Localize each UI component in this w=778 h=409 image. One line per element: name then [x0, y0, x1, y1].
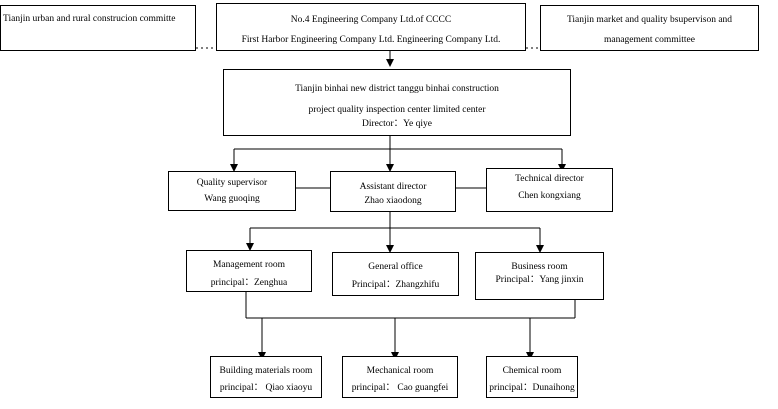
quality-supervisor-name: Wang guoqing [204, 194, 260, 204]
box-urban-rural-committee: Tianjin urban and rural construcion comm… [0, 5, 196, 51]
box-mechanical-room: Mechanical room principal： Cao guangfei [342, 356, 458, 398]
inspection-center-line2: project quality inspection center limite… [308, 105, 486, 115]
box-building-materials-room: Building materials room principal： Qiao … [210, 356, 322, 398]
inspection-center-line1: Tianjin binhai new district tanggu binha… [295, 84, 499, 94]
business-room-title: Business room [511, 262, 568, 272]
box-management-room: Management room principal：Zenghua [186, 250, 312, 292]
business-room-principal: Principal：Yang jinxin [495, 275, 584, 285]
box-technical-director: Technical director Chen kongxiang [486, 168, 613, 212]
chemical-room-title: Chemical room [502, 366, 562, 376]
mechanical-room-title: Mechanical room [366, 366, 434, 376]
engineering-company-line2: First Harbor Engineering Company Ltd. En… [241, 35, 501, 45]
urban-rural-committee-label: Tianjin urban and rural construcion comm… [3, 14, 176, 24]
building-materials-title: Building materials room [219, 366, 313, 376]
general-office-title: General office [368, 262, 423, 272]
engineering-company-line1: No.4 Engineering Company Ltd.of CCCC [290, 15, 452, 25]
box-assistant-director: Assistant director Zhao xiaodong [330, 171, 456, 212]
box-quality-supervisor: Quality supervisor Wang guoqing [168, 171, 296, 211]
mechanical-room-principal: principal： Cao guangfei [351, 383, 449, 393]
quality-supervisor-title: Quality supervisor [196, 178, 268, 188]
box-market-quality-committee: Tianjin market and quality bsupervison a… [540, 5, 759, 51]
box-inspection-center: Tianjin binhai new district tanggu binha… [223, 69, 571, 136]
box-general-office: General office Principal：Zhangzhifu [332, 252, 459, 296]
general-office-principal: Principal：Zhangzhifu [351, 280, 440, 290]
assistant-director-title: Assistant director [359, 182, 427, 192]
management-room-principal: principal：Zenghua [210, 278, 288, 288]
market-quality-line1: Tianjin market and quality bsupervison a… [566, 15, 733, 25]
assistant-director-name: Zhao xiaodong [364, 196, 422, 206]
box-business-room: Business room Principal：Yang jinxin [475, 252, 604, 300]
chemical-room-principal: principal：Dunaihong [489, 383, 575, 393]
technical-director-title: Technical director [515, 174, 584, 184]
inspection-center-director: Director：Ye qiye [361, 119, 432, 129]
box-chemical-room: Chemical room principal：Dunaihong [486, 356, 578, 398]
building-materials-principal: principal： Qiao xiaoyu [219, 383, 313, 393]
box-engineering-company: No.4 Engineering Company Ltd.of CCCC Fir… [216, 3, 526, 51]
market-quality-line2: management committee [603, 35, 695, 45]
management-room-title: Management room [212, 260, 286, 270]
technical-director-name: Chen kongxiang [518, 191, 581, 201]
